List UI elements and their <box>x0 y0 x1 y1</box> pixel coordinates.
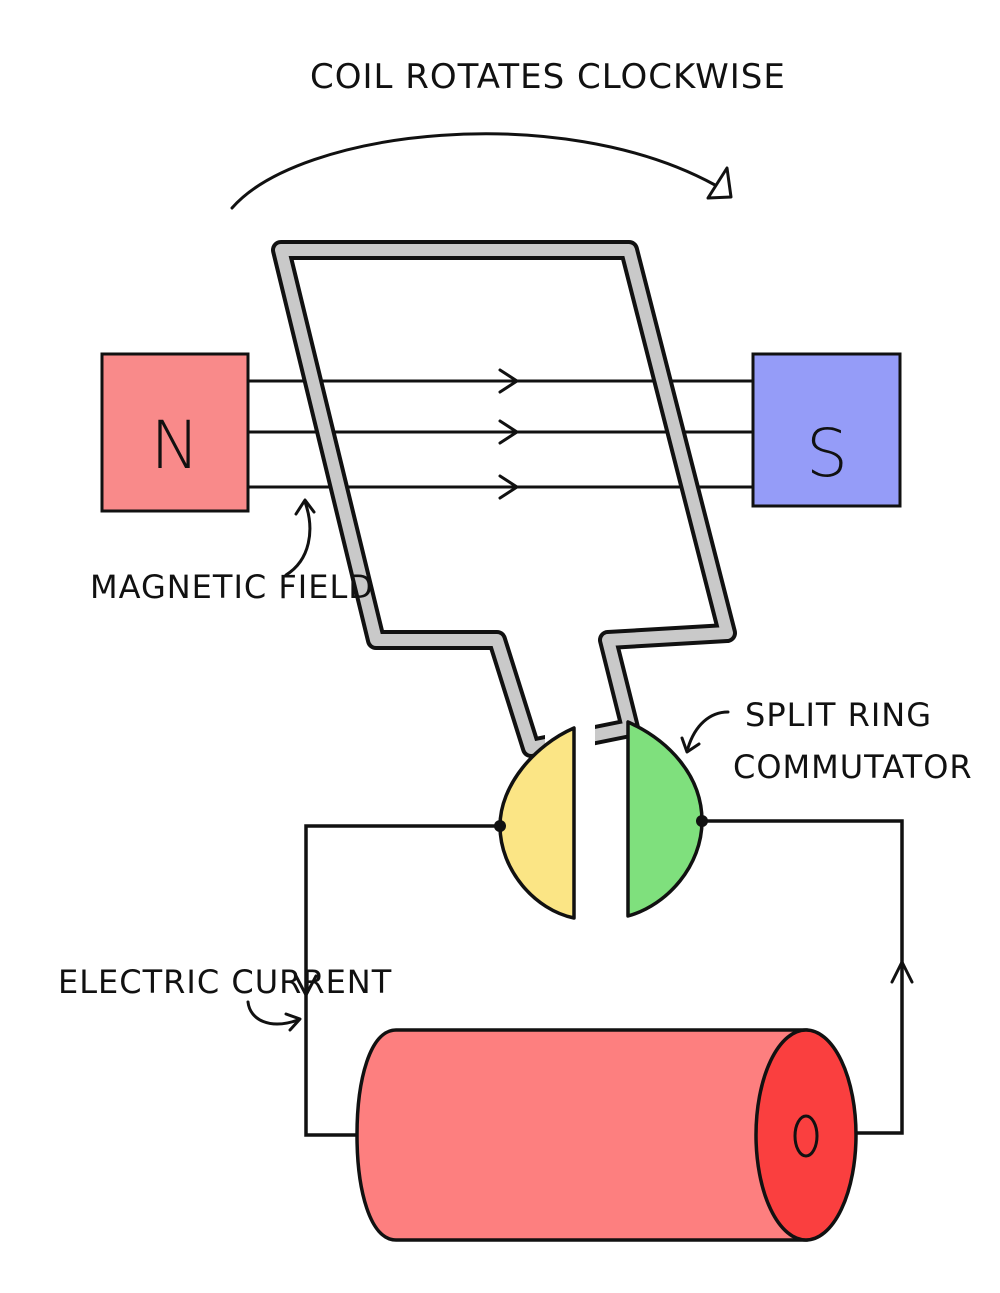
coil <box>271 240 737 760</box>
current-up-arrow-icon <box>890 960 914 984</box>
current-label: ELECTRIC CURRENT <box>58 963 392 1001</box>
commutator-left-half <box>498 726 576 920</box>
current-down-arrow-icon <box>294 974 318 997</box>
magnetic-field-pointer-head <box>294 498 316 516</box>
magnetic-field-pointer <box>284 500 312 577</box>
south-magnet-block <box>751 352 902 508</box>
commutator-pointer <box>686 710 730 750</box>
commutator-pointer-head <box>680 736 701 754</box>
battery-body <box>355 1028 808 1242</box>
commutator-label-line1: SPLIT RING <box>745 696 932 734</box>
field-arrows <box>498 368 519 500</box>
north-label: N <box>150 407 199 484</box>
north-magnet-block <box>100 352 250 513</box>
south-label: S <box>806 415 848 492</box>
rotation-arrow <box>230 132 733 210</box>
commutator-label-line2: COMMUTATOR <box>733 748 973 786</box>
contact-point <box>494 820 506 832</box>
contact-point <box>696 815 708 827</box>
battery-terminal-icon <box>793 1114 819 1158</box>
battery <box>355 1028 858 1242</box>
split-ring-commutator <box>494 720 708 920</box>
north-magnet: N <box>100 352 250 513</box>
current-pointer <box>246 1000 300 1026</box>
field-arrow-icon <box>498 419 519 445</box>
left-wire <box>304 824 500 1137</box>
rotation-label: COIL ROTATES CLOCKWISE <box>310 57 786 97</box>
current-pointer-head <box>284 1012 302 1032</box>
south-magnet: S <box>751 352 902 508</box>
field-arrow-icon <box>498 474 519 500</box>
field-arrow-icon <box>498 368 519 394</box>
magnetic-field-label: MAGNETIC FIELD <box>90 568 374 606</box>
battery-terminal <box>754 1028 858 1242</box>
